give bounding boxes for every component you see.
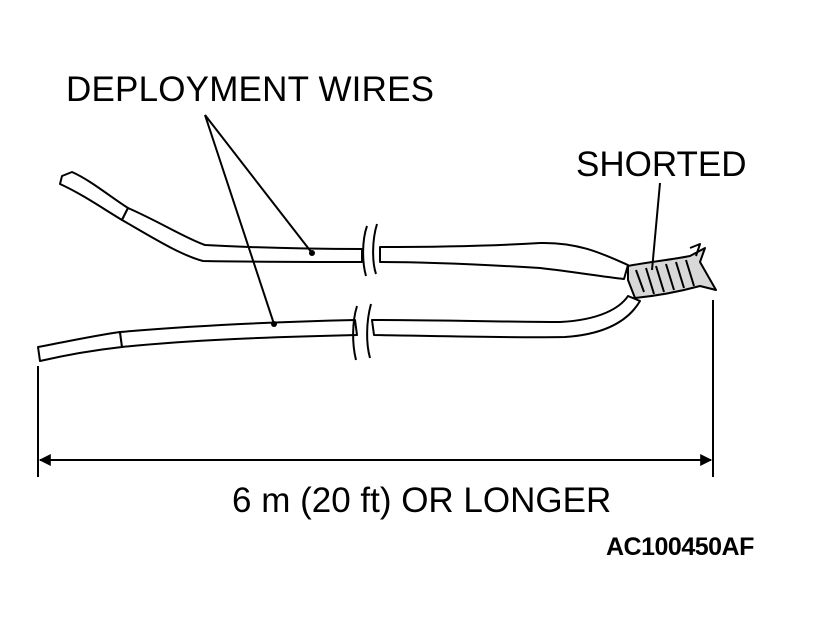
lower-wire-break (352, 303, 372, 361)
upper-wire-insulation-left (121, 207, 363, 263)
upper-wire-break (362, 223, 378, 277)
shorted-label: SHORTED (576, 145, 747, 184)
leader-dot-lower (271, 321, 277, 327)
lower-wire (37, 295, 641, 362)
leader-lines (204, 114, 661, 325)
twisted-strands (627, 247, 717, 299)
figure-code: AC100450AF (606, 533, 754, 561)
upper-wire-insulation-right (379, 241, 629, 280)
upper-wire (59, 171, 629, 280)
upper-wire-bare-end (59, 171, 129, 221)
leader-deployment-upper (204, 114, 313, 254)
lower-wire-insulation-right (371, 295, 641, 339)
shorted-twist (627, 243, 717, 299)
lower-wire-insulation-left (119, 319, 358, 348)
lower-wire-bare-end (37, 331, 123, 362)
dimension-line (37, 300, 714, 477)
leader-deployment-lower (204, 114, 275, 325)
leader-dot-upper (309, 250, 315, 256)
leader-shorted (651, 182, 661, 271)
length-label: 6 m (20 ft) OR LONGER (232, 481, 612, 520)
deployment-wires-label: DEPLOYMENT WIRES (66, 70, 435, 109)
